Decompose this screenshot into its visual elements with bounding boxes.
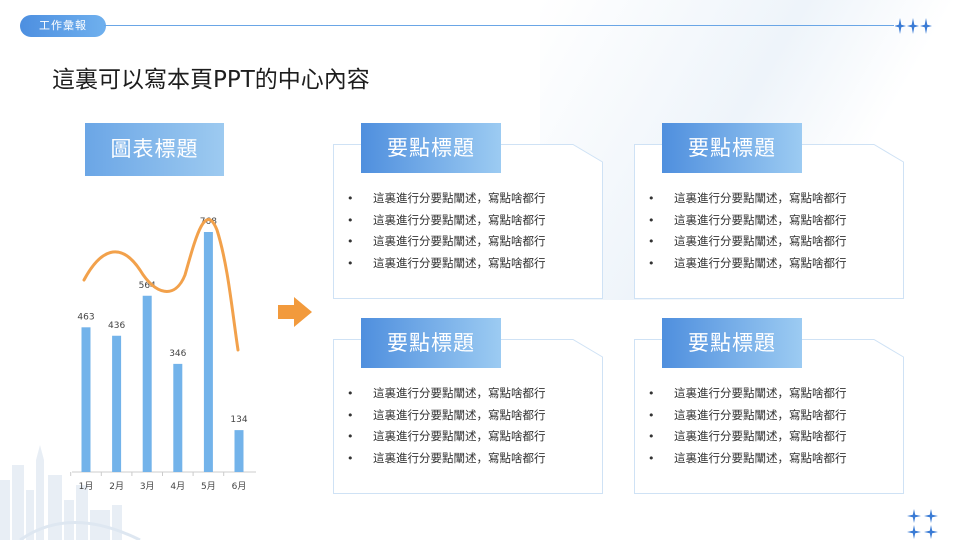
list-item: 這裏進行分要點闡述，寫點啥都行 (648, 426, 847, 448)
list-item: 這裏進行分要點闡述，寫點啥都行 (648, 253, 847, 275)
list-item: 這裏進行分要點闡述，寫點啥都行 (347, 426, 546, 448)
chart-bar (112, 335, 122, 472)
list-item: 這裏進行分要點闡述，寫點啥都行 (347, 448, 546, 470)
x-tick-label: 3月 (140, 481, 155, 492)
page-title: 這裏可以寫本頁PPT的中心內容 (52, 67, 370, 93)
x-tick-label: 1月 (79, 481, 94, 492)
card-bullet-list: 這裏進行分要點闡述，寫點啥都行這裏進行分要點闡述，寫點啥都行這裏進行分要點闡述，… (648, 188, 847, 274)
card-title: 要點標題 (662, 123, 802, 173)
data-label: 346 (169, 349, 186, 359)
x-tick-label: 5月 (201, 481, 216, 492)
list-item: 這裏進行分要點闡述，寫點啥都行 (648, 405, 847, 427)
list-item: 這裏進行分要點闡述，寫點啥都行 (347, 231, 546, 253)
sparkle-icon (907, 509, 938, 539)
list-item: 這裏進行分要點闡述，寫點啥都行 (347, 188, 546, 210)
card-bullet-list: 這裏進行分要點闡述，寫點啥都行這裏進行分要點闡述，寫點啥都行這裏進行分要點闡述，… (347, 188, 546, 274)
card-bullet-list: 這裏進行分要點闡述，寫點啥都行這裏進行分要點闡述，寫點啥都行這裏進行分要點闡述，… (347, 383, 546, 469)
key-point-card: 要點標題這裏進行分要點闡述，寫點啥都行這裏進行分要點闡述，寫點啥都行這裏進行分要… (634, 318, 904, 494)
x-tick-label: 4月 (170, 481, 185, 492)
header-divider (104, 25, 894, 26)
card-title: 要點標題 (361, 123, 501, 173)
key-point-card: 要點標題這裏進行分要點闡述，寫點啥都行這裏進行分要點闡述，寫點啥都行這裏進行分要… (634, 123, 904, 299)
list-item: 這裏進行分要點闡述，寫點啥都行 (347, 383, 546, 405)
header-badge: 工作彙報 (20, 15, 106, 37)
chart-title: 圖表標題 (85, 123, 224, 176)
chart-bar (173, 363, 183, 472)
data-label: 564 (139, 281, 156, 291)
list-item: 這裏進行分要點闡述，寫點啥都行 (648, 231, 847, 253)
card-title: 要點標題 (361, 318, 501, 368)
list-item: 這裏進行分要點闡述，寫點啥都行 (648, 188, 847, 210)
city-skyline-icon (0, 445, 141, 540)
data-label: 436 (108, 321, 125, 331)
card-title: 要點標題 (662, 318, 802, 368)
list-item: 這裏進行分要點闡述，寫點啥都行 (648, 210, 847, 232)
key-point-card: 要點標題這裏進行分要點闡述，寫點啥都行這裏進行分要點闡述，寫點啥都行這裏進行分要… (333, 123, 603, 299)
chart-bar (203, 232, 213, 472)
data-label: 134 (230, 415, 247, 425)
list-item: 這裏進行分要點闡述，寫點啥都行 (347, 253, 546, 275)
data-label: 463 (77, 312, 94, 322)
list-item: 這裏進行分要點闡述，寫點啥都行 (347, 210, 546, 232)
trend-line (82, 218, 240, 352)
list-item: 這裏進行分要點闡述，寫點啥都行 (347, 405, 546, 427)
bar-chart: 463 1月 436 2月 564 3月 346 4月 768 5月 134 6月 (70, 217, 256, 492)
chart-bar (81, 327, 91, 472)
x-tick-label: 6月 (232, 481, 247, 492)
key-point-card: 要點標題這裏進行分要點闡述，寫點啥都行這裏進行分要點闡述，寫點啥都行這裏進行分要… (333, 318, 603, 494)
sparkle-icon (895, 18, 932, 34)
list-item: 這裏進行分要點闡述，寫點啥都行 (648, 383, 847, 405)
chart-bar (142, 295, 152, 472)
right-arrow-icon (278, 297, 312, 327)
list-item: 這裏進行分要點闡述，寫點啥都行 (648, 448, 847, 470)
data-label: 768 (200, 217, 217, 227)
x-tick-label: 2月 (109, 481, 124, 492)
chart-bar (234, 430, 244, 472)
card-bullet-list: 這裏進行分要點闡述，寫點啥都行這裏進行分要點闡述，寫點啥都行這裏進行分要點闡述，… (648, 383, 847, 469)
